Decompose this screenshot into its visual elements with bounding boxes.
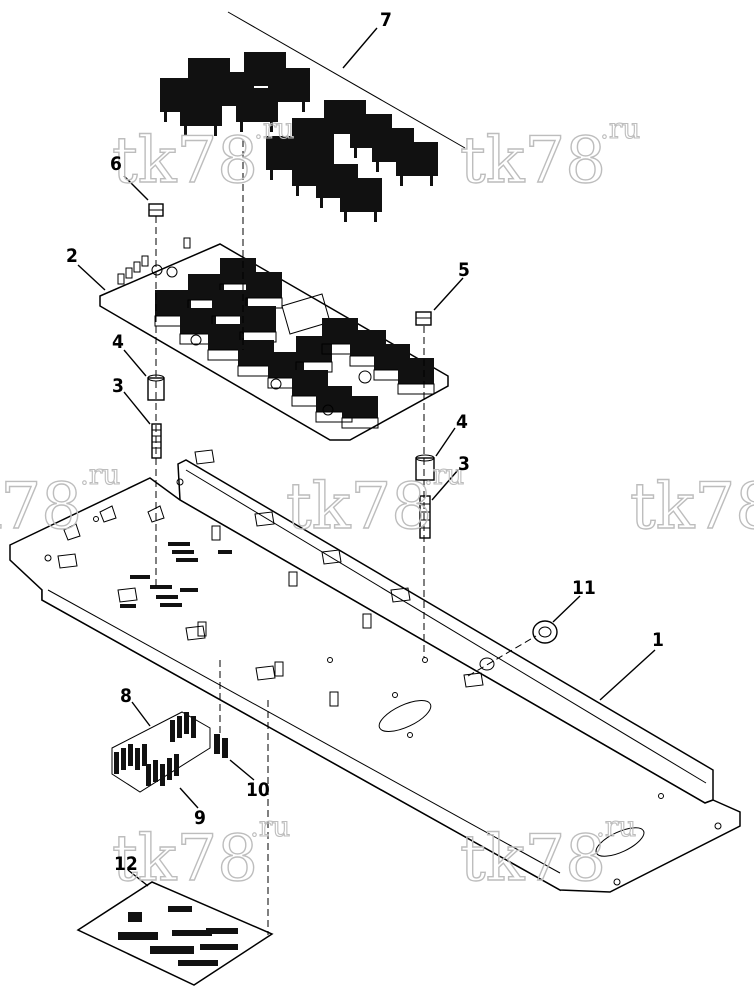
watermark-text: tk78	[286, 470, 432, 544]
callout-9: 9	[194, 807, 206, 829]
nut-part-6	[148, 203, 164, 217]
leader-lines	[77, 27, 656, 887]
callout-1: 1	[652, 629, 664, 651]
callout-5: 5	[458, 259, 470, 281]
callout-8: 8	[120, 685, 132, 707]
watermark-text: tk78	[460, 124, 606, 198]
callout-labels: 7 2 5 6 4 3 4 3 11 1 8 9 10 12	[66, 9, 664, 875]
callout-3-right: 3	[458, 453, 470, 475]
decal-label	[76, 881, 274, 986]
fuse-part-10	[214, 734, 228, 758]
watermark-text: tk78	[112, 822, 258, 896]
callout-4-right: 4	[456, 411, 468, 433]
fuse-slot-grid	[120, 542, 232, 608]
base-plate	[9, 449, 741, 893]
watermark-text: tk78	[460, 822, 606, 896]
callout-2: 2	[66, 245, 78, 267]
watermark-layer: tk78 .ru tk78 .ru tk78 .ru tk78 .ru tk78…	[0, 111, 754, 896]
callout-6: 6	[110, 153, 122, 175]
board-nuts	[151, 264, 372, 416]
board-relays	[154, 258, 435, 429]
watermark-text: tk78	[630, 470, 754, 544]
watermark-sup: .ru	[80, 458, 120, 491]
flange-slots	[57, 449, 484, 688]
watermark-sup: .ru	[254, 112, 294, 145]
watermark-text: tk78	[0, 470, 82, 544]
grommet	[532, 620, 558, 644]
callout-4-left: 4	[112, 331, 124, 353]
assembly-lines	[155, 140, 537, 935]
fuse-set	[111, 711, 211, 793]
watermark-sup: .ru	[424, 458, 464, 491]
nut-part-5	[415, 311, 432, 326]
relay-set	[160, 11, 466, 222]
standoffs	[197, 525, 372, 707]
callout-7: 7	[380, 9, 392, 31]
callout-3-left: 3	[112, 375, 124, 397]
spacer-right	[415, 454, 435, 481]
watermark-sup: .ru	[600, 112, 640, 145]
screw-right	[419, 495, 431, 539]
callout-10: 10	[246, 779, 270, 801]
watermark-sup: .ru	[250, 810, 290, 843]
callout-12: 12	[114, 853, 138, 875]
watermark-text: tk78	[112, 124, 258, 198]
callout-11: 11	[572, 577, 596, 599]
watermark-sup: .ru	[596, 810, 636, 843]
